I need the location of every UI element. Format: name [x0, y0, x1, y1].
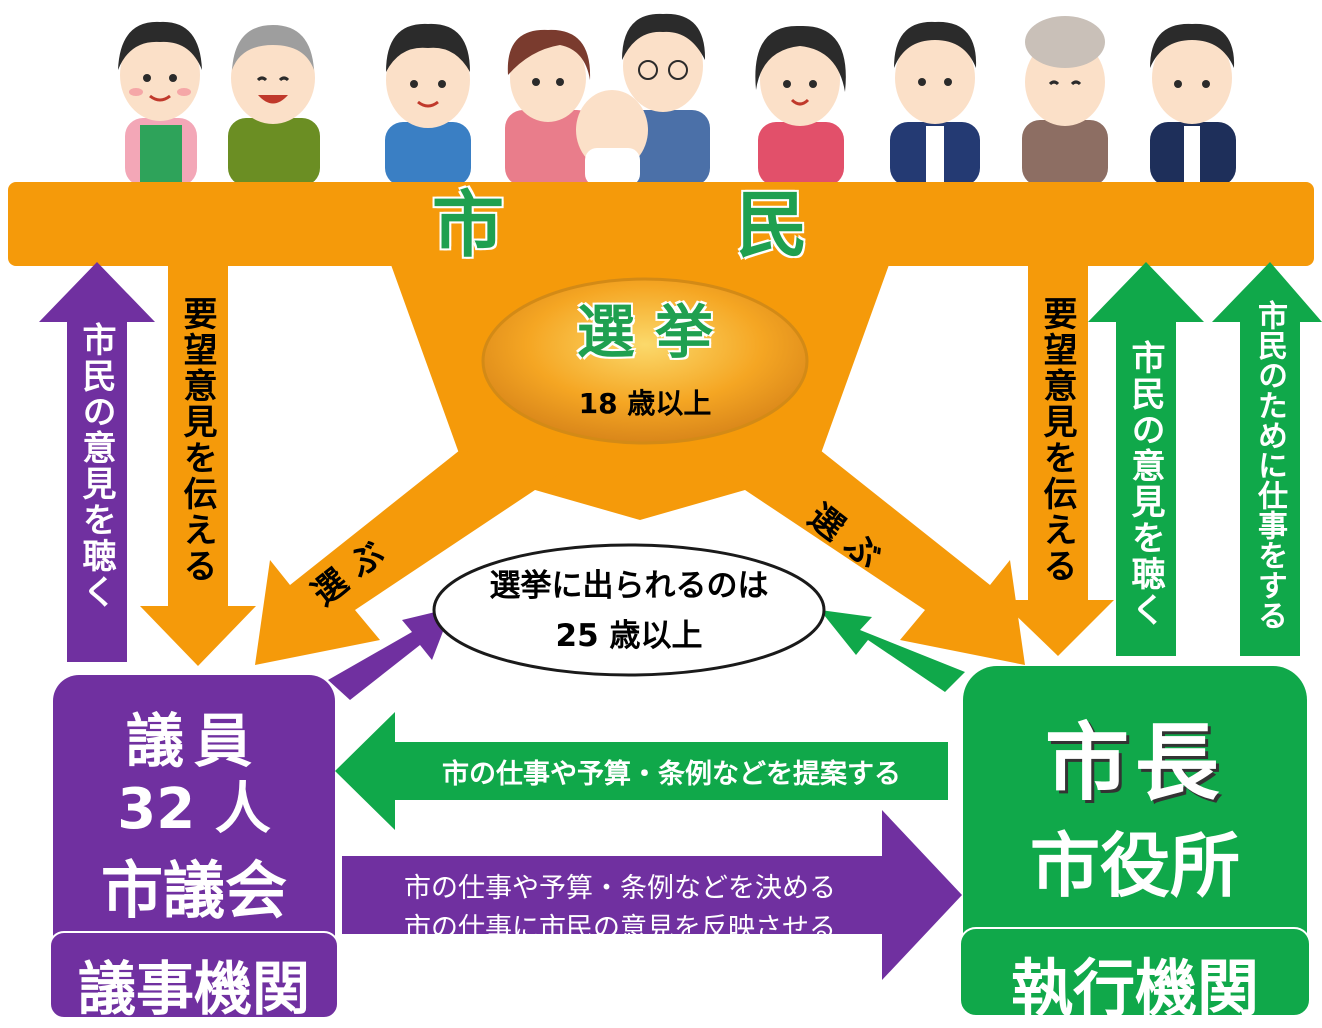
election-oval [481, 277, 809, 445]
label-request-right: 要望意見を伝える [1037, 296, 1077, 584]
select-arrow-left [255, 450, 565, 665]
mayor-line2: 市役所 [1030, 825, 1240, 907]
person-woman-apron [118, 21, 202, 186]
person-man-in-suit [890, 21, 980, 186]
mayor-box [959, 666, 1311, 1017]
label-council-to-mayor-1: 市の仕事や予算・条例などを決める [404, 873, 836, 904]
council-line1: 議員 [125, 707, 262, 775]
arrow-request-right [1000, 266, 1114, 656]
mayor-role: 執行機関 [1010, 952, 1259, 1025]
arrow-mayor-to-candidacy [820, 610, 965, 692]
candidacy-line1: 選挙に出られるのは [489, 568, 769, 604]
arrow-listen-right [1088, 262, 1204, 656]
council-line2: 32 人 [117, 777, 271, 842]
label-work-right: 市民のために仕事をする [1252, 300, 1287, 630]
arrow-listen-left [39, 262, 155, 662]
person-young-man [385, 23, 471, 186]
council-box [49, 675, 339, 1019]
citizens-illustration [118, 13, 1236, 186]
arrow-council-to-candidacy [328, 608, 452, 700]
arrow-work-right [1212, 262, 1322, 656]
arrow-council-to-mayor [342, 810, 962, 980]
election-age: 18 歳以上 [578, 387, 712, 420]
label-listen-right: 市民の意見を聴く [1125, 340, 1165, 628]
label-listen-left: 市民の意見を聴く [76, 322, 116, 610]
person-young-woman [755, 25, 846, 186]
select-arrow-right [715, 450, 1025, 665]
person-father-with-glasses [576, 13, 710, 186]
arrow-request-left [140, 266, 256, 666]
citizens-title: 市 民 [431, 183, 888, 267]
candidacy-oval [432, 543, 826, 677]
council-role: 議事機関 [77, 955, 310, 1023]
election-title: 選 挙 [576, 298, 714, 366]
label-mayor-to-council: 市の仕事や予算・条例などを提案する [442, 759, 901, 790]
person-elderly-man [228, 25, 320, 186]
person-elderly-woman [1022, 16, 1108, 186]
label-request-left: 要望意見を伝える [177, 296, 217, 584]
person-mother-with-baby [505, 29, 595, 186]
label-council-to-mayor-2: 市の仕事に市民の意見を反映させる [404, 913, 836, 944]
council-line3: 市議会 [100, 854, 287, 927]
mayor-line1: 市長 [1044, 714, 1225, 812]
candidacy-line2: 25 歳以上 [555, 618, 703, 654]
arrow-mayor-to-council [335, 712, 948, 830]
person-businessman [1150, 23, 1236, 186]
